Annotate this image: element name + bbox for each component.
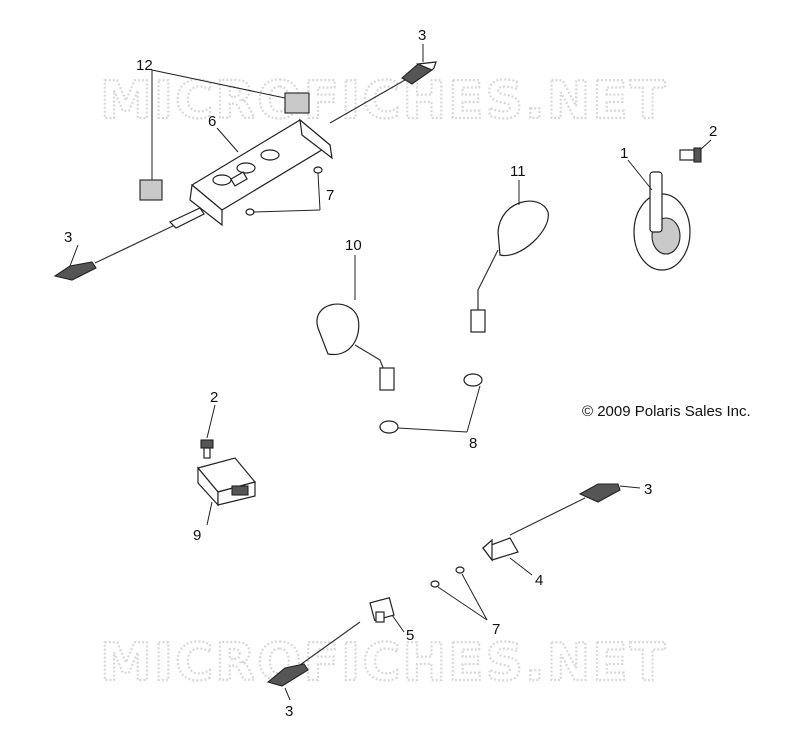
part-11-mirror-right [470,200,549,333]
part-3-turn-signal-top [329,61,437,124]
callout-6: 6 [208,113,216,130]
part-5-bracket [369,596,395,623]
callout-9: 9 [193,527,201,544]
callout-5: 5 [406,627,414,644]
callout-3-right: 3 [644,481,652,498]
callout-7-bottom: 7 [492,621,500,638]
part-9-flasher-relay [196,457,257,507]
part-7-screws [245,166,465,588]
callout-2-top: 2 [709,123,717,140]
callout-12: 12 [136,57,153,74]
callouts: 12 6 3 3 7 1 2 11 10 8 2 9 3 4 7 5 3 [64,27,717,720]
part-12-decals [139,92,310,201]
callout-2-left: 2 [210,389,218,406]
watermark-bottom: MICROFICHES.NET [100,633,667,693]
callout-3-top: 3 [418,27,426,44]
leader-lines [69,44,712,701]
part-2-bolt-left [200,439,214,459]
callout-7-top: 7 [326,187,334,204]
callout-8: 8 [469,435,477,452]
callout-3-bottom: 3 [285,703,293,720]
callout-3-left: 3 [64,229,72,246]
part-2-bolt-top [679,147,702,163]
watermark-top: MICROFICHES.NET [100,71,667,131]
callout-4: 4 [535,572,543,589]
part-6-bracket [189,118,333,227]
callout-10: 10 [345,237,362,254]
part-10-mirror-left [316,303,395,391]
callout-11: 11 [510,163,526,180]
part-3-turn-signal-bottom [266,621,361,687]
copyright-notice: © 2009 Polaris Sales Inc. [582,403,751,420]
part-3-turn-signal-right [509,483,621,536]
part-4-bracket [482,537,519,562]
callout-1: 1 [620,145,628,162]
part-8-nuts [379,373,483,434]
part-1-horn [633,171,691,271]
part-3-turn-signal-left [53,207,205,281]
